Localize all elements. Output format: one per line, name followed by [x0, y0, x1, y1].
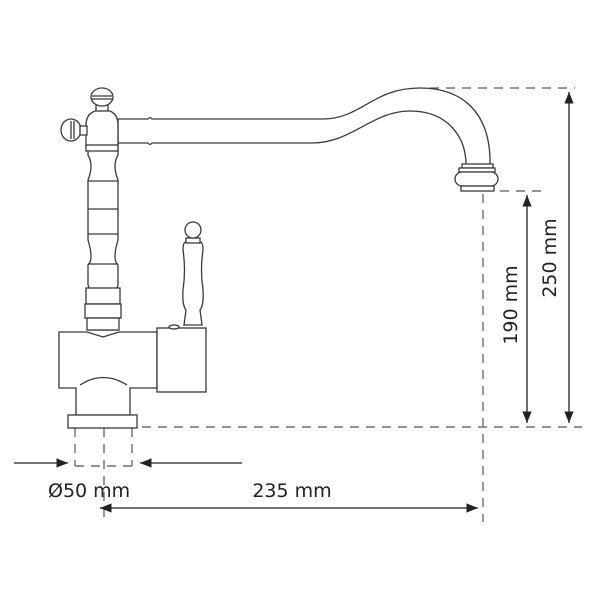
column-collar — [85, 287, 121, 305]
faucet-drawing — [58, 87, 499, 429]
outlet-height-label: 190 mm — [500, 265, 522, 344]
head-ball — [85, 109, 119, 148]
column-collar — [84, 303, 122, 319]
dimension-arrows — [14, 92, 574, 513]
base-diameter-label: Ø50 mm — [48, 480, 130, 502]
reference-lines — [74, 87, 582, 522]
lever-handle — [182, 241, 204, 326]
lever-knob — [184, 221, 202, 239]
base-plate — [67, 414, 138, 429]
reach-label: 235 mm — [252, 480, 331, 502]
faucet-body — [58, 331, 158, 416]
spout — [117, 87, 491, 166]
lever-housing — [156, 327, 207, 393]
top-knob — [90, 87, 114, 107]
aerator-tip — [460, 185, 495, 192]
total-height-label: 250 mm — [539, 218, 561, 297]
column-collar — [86, 317, 120, 331]
aerator — [454, 171, 499, 187]
